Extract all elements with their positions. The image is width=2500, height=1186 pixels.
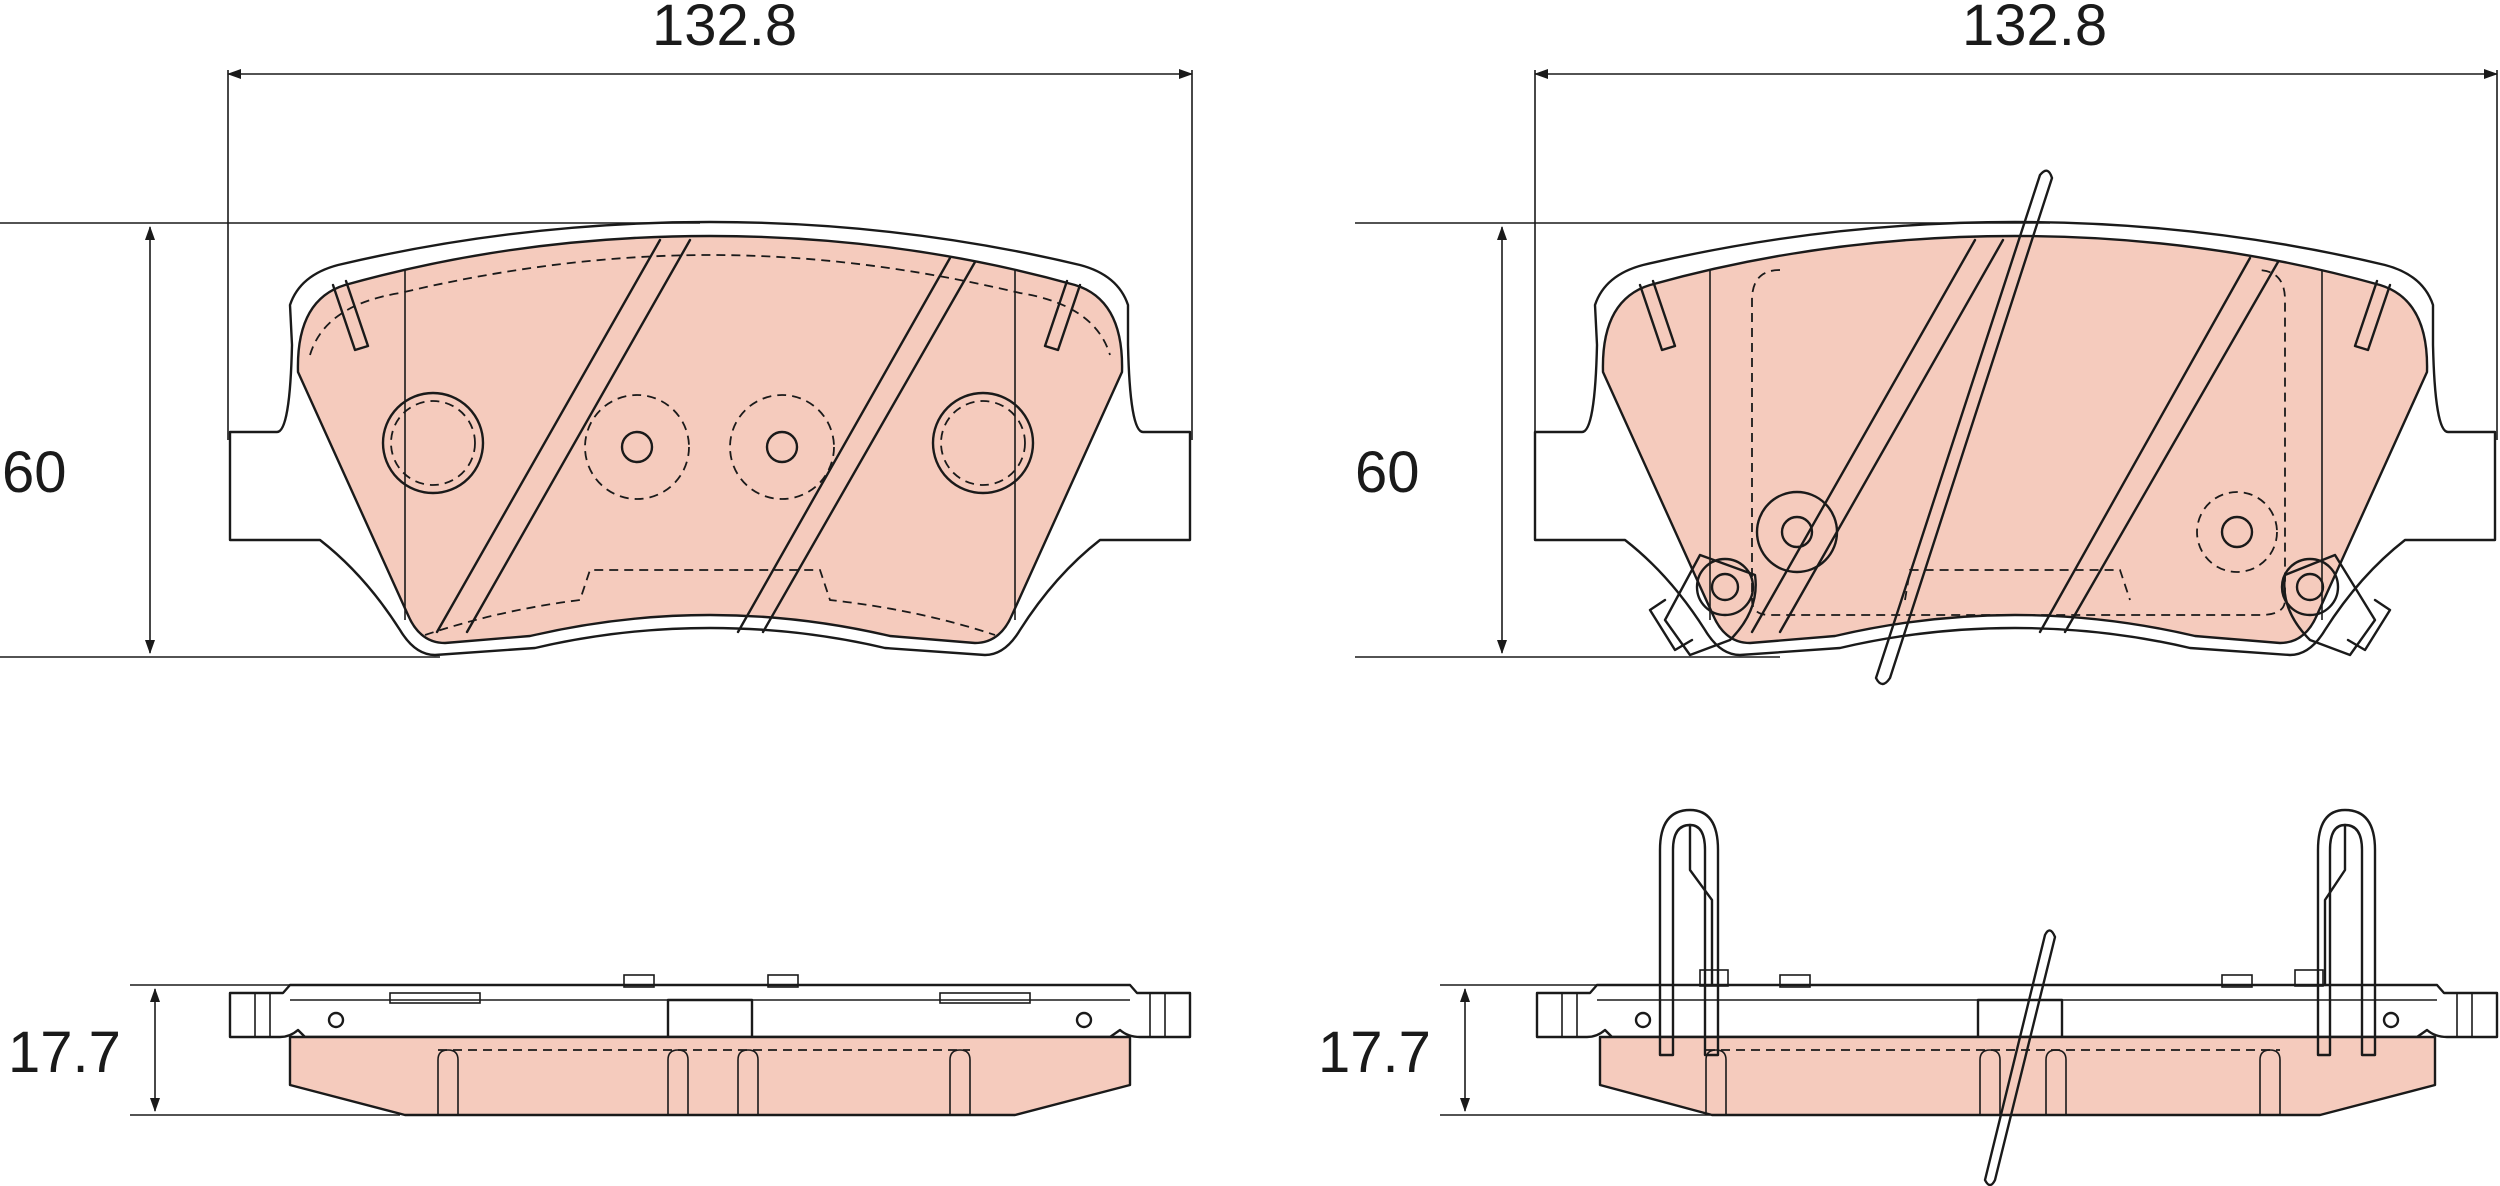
side-slots-right — [1705, 1049, 2281, 1115]
thickness-label-left: 17.7 — [8, 1020, 121, 1085]
mounting-holes-left — [381, 391, 1035, 500]
wear-sensor-wire-right — [1874, 169, 2054, 686]
thickness-label-right: 17.7 — [1318, 1020, 1431, 1085]
dashed-outline-left — [309, 254, 1111, 356]
side-view-right: 17.7 — [1318, 808, 2499, 1186]
side-view-left: 17.7 — [8, 974, 1192, 1117]
mounting-holes-right — [1755, 490, 2278, 574]
width-label-left: 132.8 — [652, 0, 797, 58]
side-backing-plate-right — [1535, 983, 2499, 1039]
front-view-right: 132.8 60 — [1355, 0, 2498, 686]
side-wear-sensor-wire-right — [1983, 929, 2057, 1186]
friction-slots-left — [404, 238, 1016, 634]
width-label-right: 132.8 — [1962, 0, 2107, 58]
dashed-outline-right — [1751, 269, 2286, 616]
chamfer-marks-right — [1638, 279, 2392, 352]
width-dimension-left: 132.8 — [227, 0, 1193, 440]
thickness-dimension-right: 17.7 — [1318, 984, 1710, 1116]
height-label-right: 60 — [1355, 440, 1420, 505]
side-backing-plate-left — [228, 983, 1192, 1039]
side-friction-right — [1598, 1035, 2437, 1117]
width-dimension-right: 132.8 — [1534, 0, 2498, 440]
height-label-left: 60 — [2, 440, 67, 505]
height-dimension-left: 60 — [0, 222, 700, 658]
retaining-clips-right — [1648, 553, 2392, 657]
friction-material-left — [296, 234, 1124, 645]
front-view-left: 132.8 60 — [0, 0, 1193, 658]
side-slots-left — [437, 1049, 971, 1115]
backing-plate-left — [228, 220, 1192, 657]
chamfer-marks-left — [331, 279, 1082, 352]
dashed-bottom-left — [424, 569, 996, 636]
thickness-dimension-left: 17.7 — [8, 984, 400, 1116]
height-dimension-right: 60 — [1355, 222, 2050, 658]
side-friction-left — [288, 1035, 1132, 1117]
friction-material-right — [1601, 234, 2429, 645]
side-clips-right — [1658, 808, 2377, 1057]
